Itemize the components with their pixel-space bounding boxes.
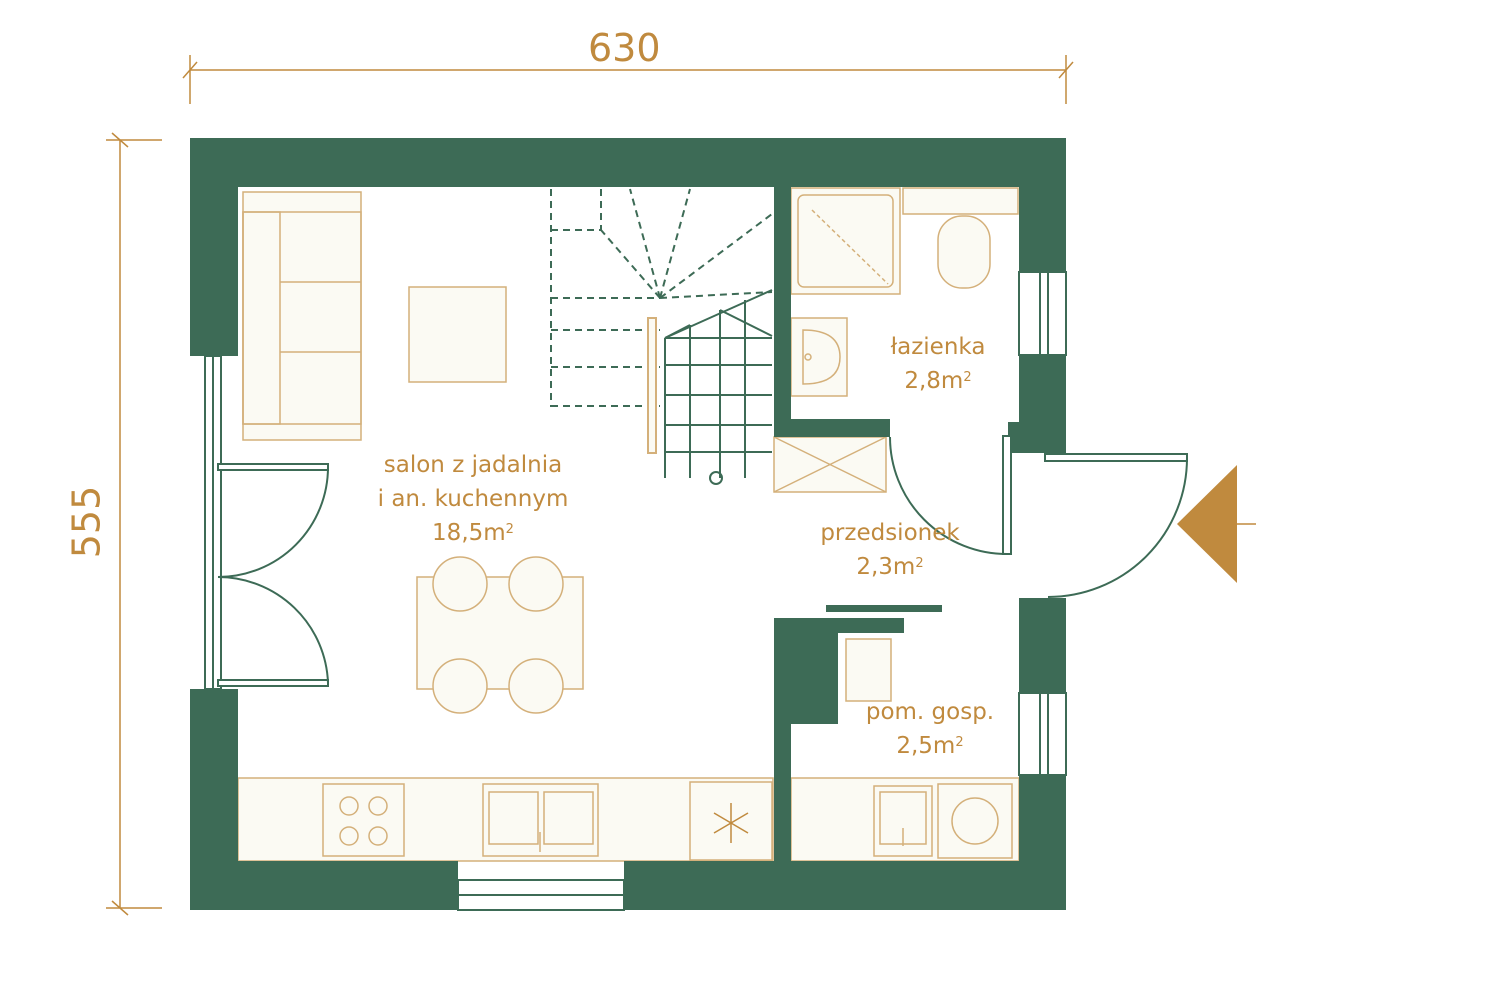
width-dimension-label: 630 <box>588 26 661 70</box>
washing-machine <box>937 783 1013 859</box>
room-name-line-2: i an. kuchennym <box>377 486 569 512</box>
shower <box>790 187 901 295</box>
dimension-lines <box>106 55 1074 916</box>
staircase <box>550 188 773 485</box>
room-label-salon: salon z jadalnia i an. kuchennym 18,5m2 <box>358 448 588 550</box>
cooktop <box>322 783 405 857</box>
toilet-tank <box>902 187 1019 215</box>
room-area: 2,5m <box>896 733 956 759</box>
room-label-pom-gosp: pom. gosp. 2,5m2 <box>850 695 1010 763</box>
room-area: 2,8m <box>904 368 964 394</box>
furniture <box>237 187 1020 862</box>
height-dimension-label: 555 <box>64 485 109 559</box>
utility-shelf <box>845 638 892 702</box>
windows <box>204 271 1067 911</box>
room-name: pom. gosp. <box>865 699 995 725</box>
unit-exponent: 2 <box>915 556 924 571</box>
room-name: łazienka <box>890 334 986 360</box>
washbasin <box>790 317 848 397</box>
toilet <box>937 215 991 289</box>
coffee-table <box>408 286 507 383</box>
snowflake-icon <box>713 803 749 843</box>
unit-exponent: 2 <box>963 370 972 385</box>
room-area: 18,5m <box>432 520 506 546</box>
unit-exponent: 2 <box>955 735 964 750</box>
unit-exponent: 2 <box>505 522 514 537</box>
room-area: 2,3m <box>856 554 916 580</box>
sofa <box>242 191 362 441</box>
room-label-przedsionek: przedsionek 2,3m2 <box>800 516 980 584</box>
room-label-lazienka: łazienka 2,8m2 <box>868 330 1008 398</box>
room-name-line-1: salon z jadalnia <box>383 452 563 478</box>
entrance-arrow-icon <box>1177 465 1256 583</box>
walls <box>190 138 1066 910</box>
room-name: przedsionek <box>820 520 960 546</box>
doors <box>217 435 1188 687</box>
